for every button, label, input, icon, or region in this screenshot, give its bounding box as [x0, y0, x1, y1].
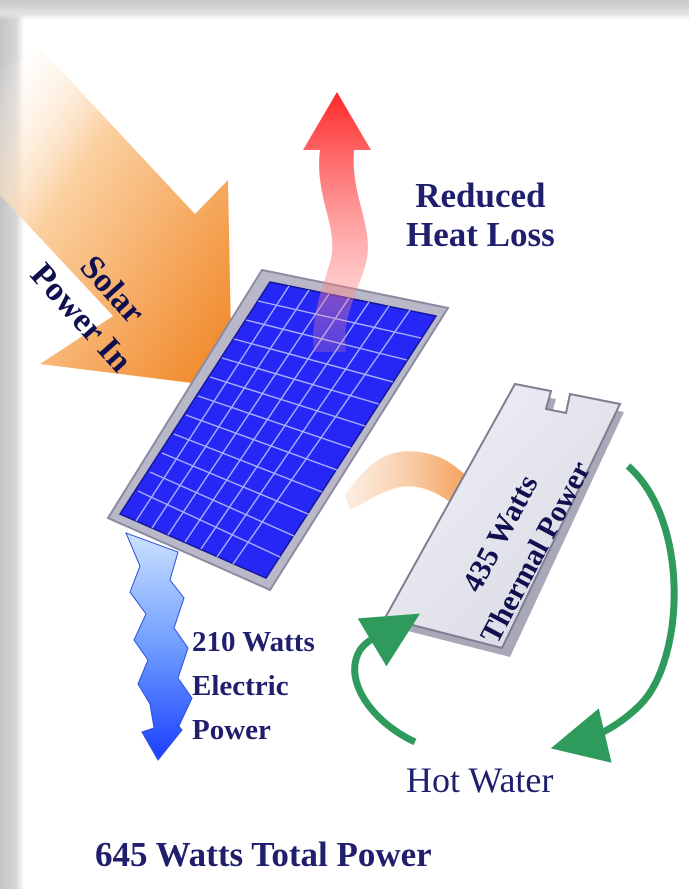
- electric-label-line3: Power: [192, 714, 271, 746]
- electric-power-label: 210 Watts Electric Power: [192, 620, 315, 752]
- heat-label-line2: Heat Loss: [406, 215, 555, 255]
- reduced-heat-loss-label: Reduced Heat Loss: [406, 176, 555, 254]
- hot-water-label: Hot Water: [406, 760, 554, 800]
- water-supply-arrow: [550, 463, 678, 763]
- total-power-label: 645 Watts Total Power: [95, 835, 432, 874]
- heat-loss-arrow: [303, 92, 371, 352]
- electric-label-line1: 210 Watts: [192, 626, 315, 658]
- heat-label-line1: Reduced: [415, 176, 546, 215]
- electric-label-line2: Electric: [192, 670, 289, 702]
- solar-panel: [106, 268, 450, 592]
- thermal-plate: [383, 382, 624, 657]
- water-return-arrow: [351, 613, 421, 746]
- solar-power-arrow: [0, 48, 232, 388]
- electric-power-arrow: [125, 532, 193, 761]
